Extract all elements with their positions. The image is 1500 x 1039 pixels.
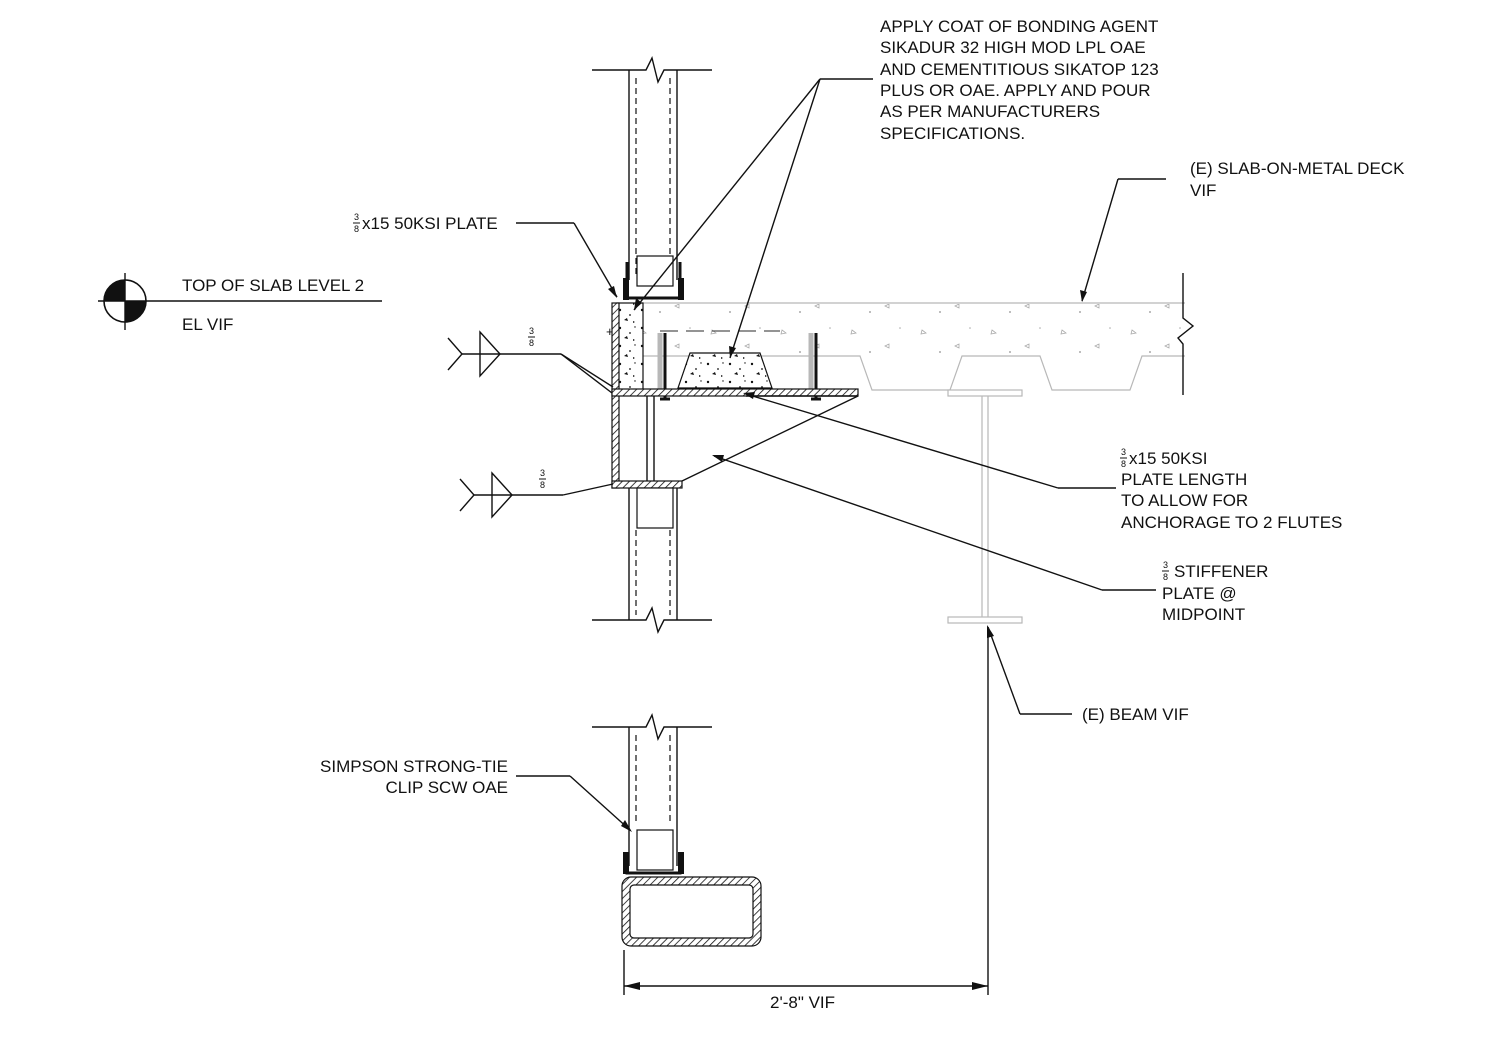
beam-label: (E) BEAM VIF (1082, 705, 1189, 724)
stiffener-frac-den: 8 (1163, 572, 1168, 582)
existing-beam (947, 389, 1023, 624)
note-stiffener: 3 8 STIFFENER PLATE @ MIDPOINT (1162, 560, 1268, 624)
plate-length-line-1: x15 50KSI (1129, 449, 1207, 468)
stiffener-line-1: STIFFENER (1174, 562, 1268, 581)
note-bonding-line-3: AND CEMENTITIOUS SIKATOP 123 (880, 60, 1159, 79)
clip-line-2: CLIP SCW OAE (386, 778, 509, 797)
upper-wall (592, 55, 712, 300)
svg-text:+: + (606, 324, 614, 339)
clip-line-1: SIMPSON STRONG-TIE (320, 757, 508, 776)
note-bonding-line-1: APPLY COAT OF BONDING AGENT (880, 17, 1158, 36)
plate-top-frac-den: 8 (354, 224, 359, 234)
note-bonding-agent: APPLY COAT OF BONDING AGENT SIKADUR 32 H… (880, 17, 1159, 143)
plate-length-line-4: ANCHORAGE TO 2 FLUTES (1121, 513, 1342, 532)
plate-length-line-3: TO ALLOW FOR (1121, 491, 1248, 510)
plate-top-label: x15 50KSI PLATE (362, 214, 498, 233)
note-bonding-line-2: SIKADUR 32 HIGH MOD LPL OAE (880, 38, 1146, 57)
weld-upper-frac-num: 3 (529, 326, 534, 336)
weld-symbol-upper: 3 8 (447, 326, 614, 394)
plate-length-line-2: PLATE LENGTH (1121, 470, 1247, 489)
dimension-label: 2'-8" VIF (770, 993, 835, 1012)
weld-upper-frac-den: 8 (529, 338, 534, 348)
stiffener-line-3: MIDPOINT (1162, 605, 1245, 624)
stiffener-frac-num: 3 (1163, 560, 1168, 570)
hss-tube (621, 876, 762, 947)
level-elevation: EL VIF (182, 315, 233, 334)
weld-symbol-lower: 3 8 (459, 468, 614, 519)
weld-lower-frac-num: 3 (540, 468, 545, 478)
note-clip: SIMPSON STRONG-TIE CLIP SCW OAE (320, 757, 508, 797)
note-slab-line-1: (E) SLAB-ON-METAL DECK (1190, 159, 1405, 178)
stiffener-line-2: PLATE @ (1162, 584, 1237, 603)
weld-lower-frac-den: 8 (540, 480, 545, 490)
level-marker: TOP OF SLAB LEVEL 2 EL VIF (98, 273, 382, 334)
note-plate-top: 3 8 x15 50KSI PLATE (353, 212, 498, 234)
dimension-line: 2'-8" VIF (623, 628, 989, 1012)
new-concrete-infill: + (606, 302, 821, 401)
plate-top-frac-num: 3 (354, 212, 359, 222)
plate-length-frac-den: 8 (1121, 459, 1126, 469)
lower-wall (592, 487, 712, 875)
leader-lines (516, 78, 1166, 832)
plate-length-frac-num: 3 (1121, 447, 1126, 457)
note-bonding-line-5: AS PER MANUFACTURERS (880, 102, 1100, 121)
note-beam: (E) BEAM VIF (1082, 705, 1189, 724)
note-bonding-line-4: PLUS OR OAE. APPLY AND POUR (880, 81, 1151, 100)
note-plate-length: 3 8 x15 50KSI PLATE LENGTH TO ALLOW FOR … (1120, 447, 1342, 532)
note-bonding-line-6: SPECIFICATIONS. (880, 124, 1025, 143)
note-slab-deck: (E) SLAB-ON-METAL DECK VIF (1190, 159, 1405, 200)
level-label: TOP OF SLAB LEVEL 2 (182, 276, 364, 295)
note-slab-line-2: VIF (1190, 181, 1216, 200)
